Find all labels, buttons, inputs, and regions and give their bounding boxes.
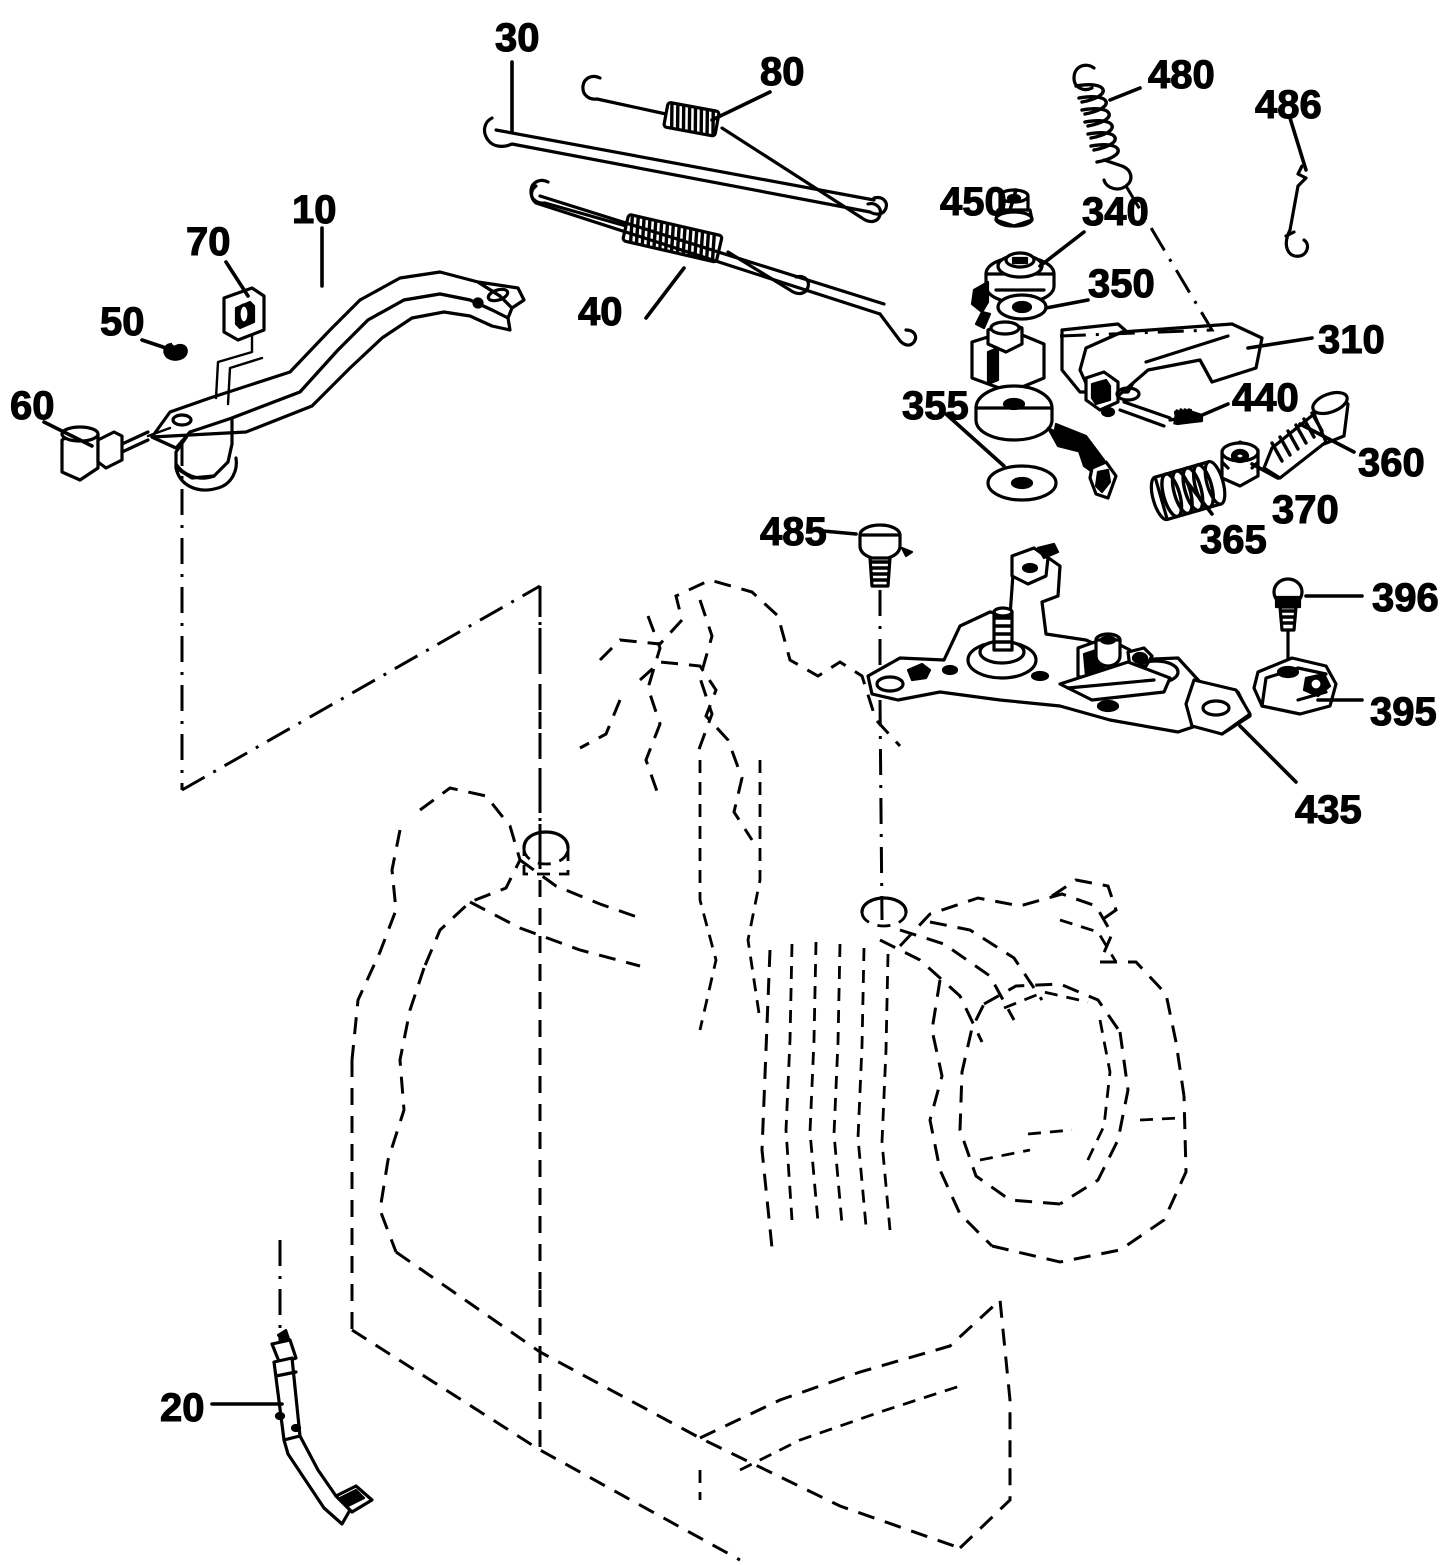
callout-450: 450 — [939, 180, 1007, 224]
callout-435: 435 — [1294, 788, 1362, 832]
callout-70: 70 — [185, 220, 231, 264]
part-355-washer-large — [986, 464, 1058, 502]
part-486-hook-rod — [1284, 164, 1310, 258]
part-480-return-spring — [1059, 63, 1215, 338]
part-30-shift-rod-upper — [482, 116, 888, 216]
part-60-pivot-bolt — [60, 425, 172, 482]
part-10-shift-lever-bracket — [150, 270, 526, 492]
leader-lines — [42, 60, 1364, 1406]
callout-440: 440 — [1231, 376, 1299, 420]
callout-30: 30 — [494, 16, 540, 60]
callout-395: 395 — [1369, 690, 1437, 734]
part-50-snap-ring — [163, 342, 188, 361]
part-370-lock-nut — [1220, 440, 1260, 488]
callout-40: 40 — [577, 290, 623, 334]
part-365-compression-spring — [1149, 459, 1227, 522]
callout-310: 310 — [1317, 318, 1385, 362]
callout-340: 340 — [1081, 190, 1149, 234]
callout-480: 480 — [1147, 53, 1215, 97]
callout-60: 60 — [9, 384, 55, 428]
callout-396: 396 — [1371, 576, 1439, 620]
chassis-phantom-outline — [350, 578, 1188, 1562]
part-440-cotter-pin — [1168, 408, 1204, 426]
part-435-shift-control-bracket — [866, 542, 1252, 736]
callout-355: 355 — [901, 384, 969, 428]
callout-350: 350 — [1087, 262, 1155, 306]
part-395-cable-clamp — [1252, 656, 1338, 716]
callout-80: 80 — [759, 50, 805, 94]
part-310-select-lever — [970, 320, 1264, 500]
callout-360: 360 — [1357, 441, 1425, 485]
callout-486: 486 — [1254, 83, 1322, 127]
part-340-shift-cam-pulley — [970, 251, 1056, 330]
part-396-stud-pin — [1272, 577, 1304, 670]
part-350-washer — [996, 293, 1048, 321]
part-70-spring-clip — [222, 286, 266, 342]
part-485-flange-bolt — [858, 523, 914, 921]
callout-365: 365 — [1199, 518, 1267, 562]
part-40-shift-rod-lower-spring — [529, 178, 918, 347]
part-80-spring-upper — [581, 74, 882, 224]
callout-370: 370 — [1271, 488, 1339, 532]
callout-10: 10 — [291, 188, 337, 232]
part-20-shift-rod-lower — [270, 1328, 374, 1526]
callout-50: 50 — [99, 300, 145, 344]
callout-485: 485 — [759, 510, 827, 554]
callout-20: 20 — [159, 1386, 205, 1430]
